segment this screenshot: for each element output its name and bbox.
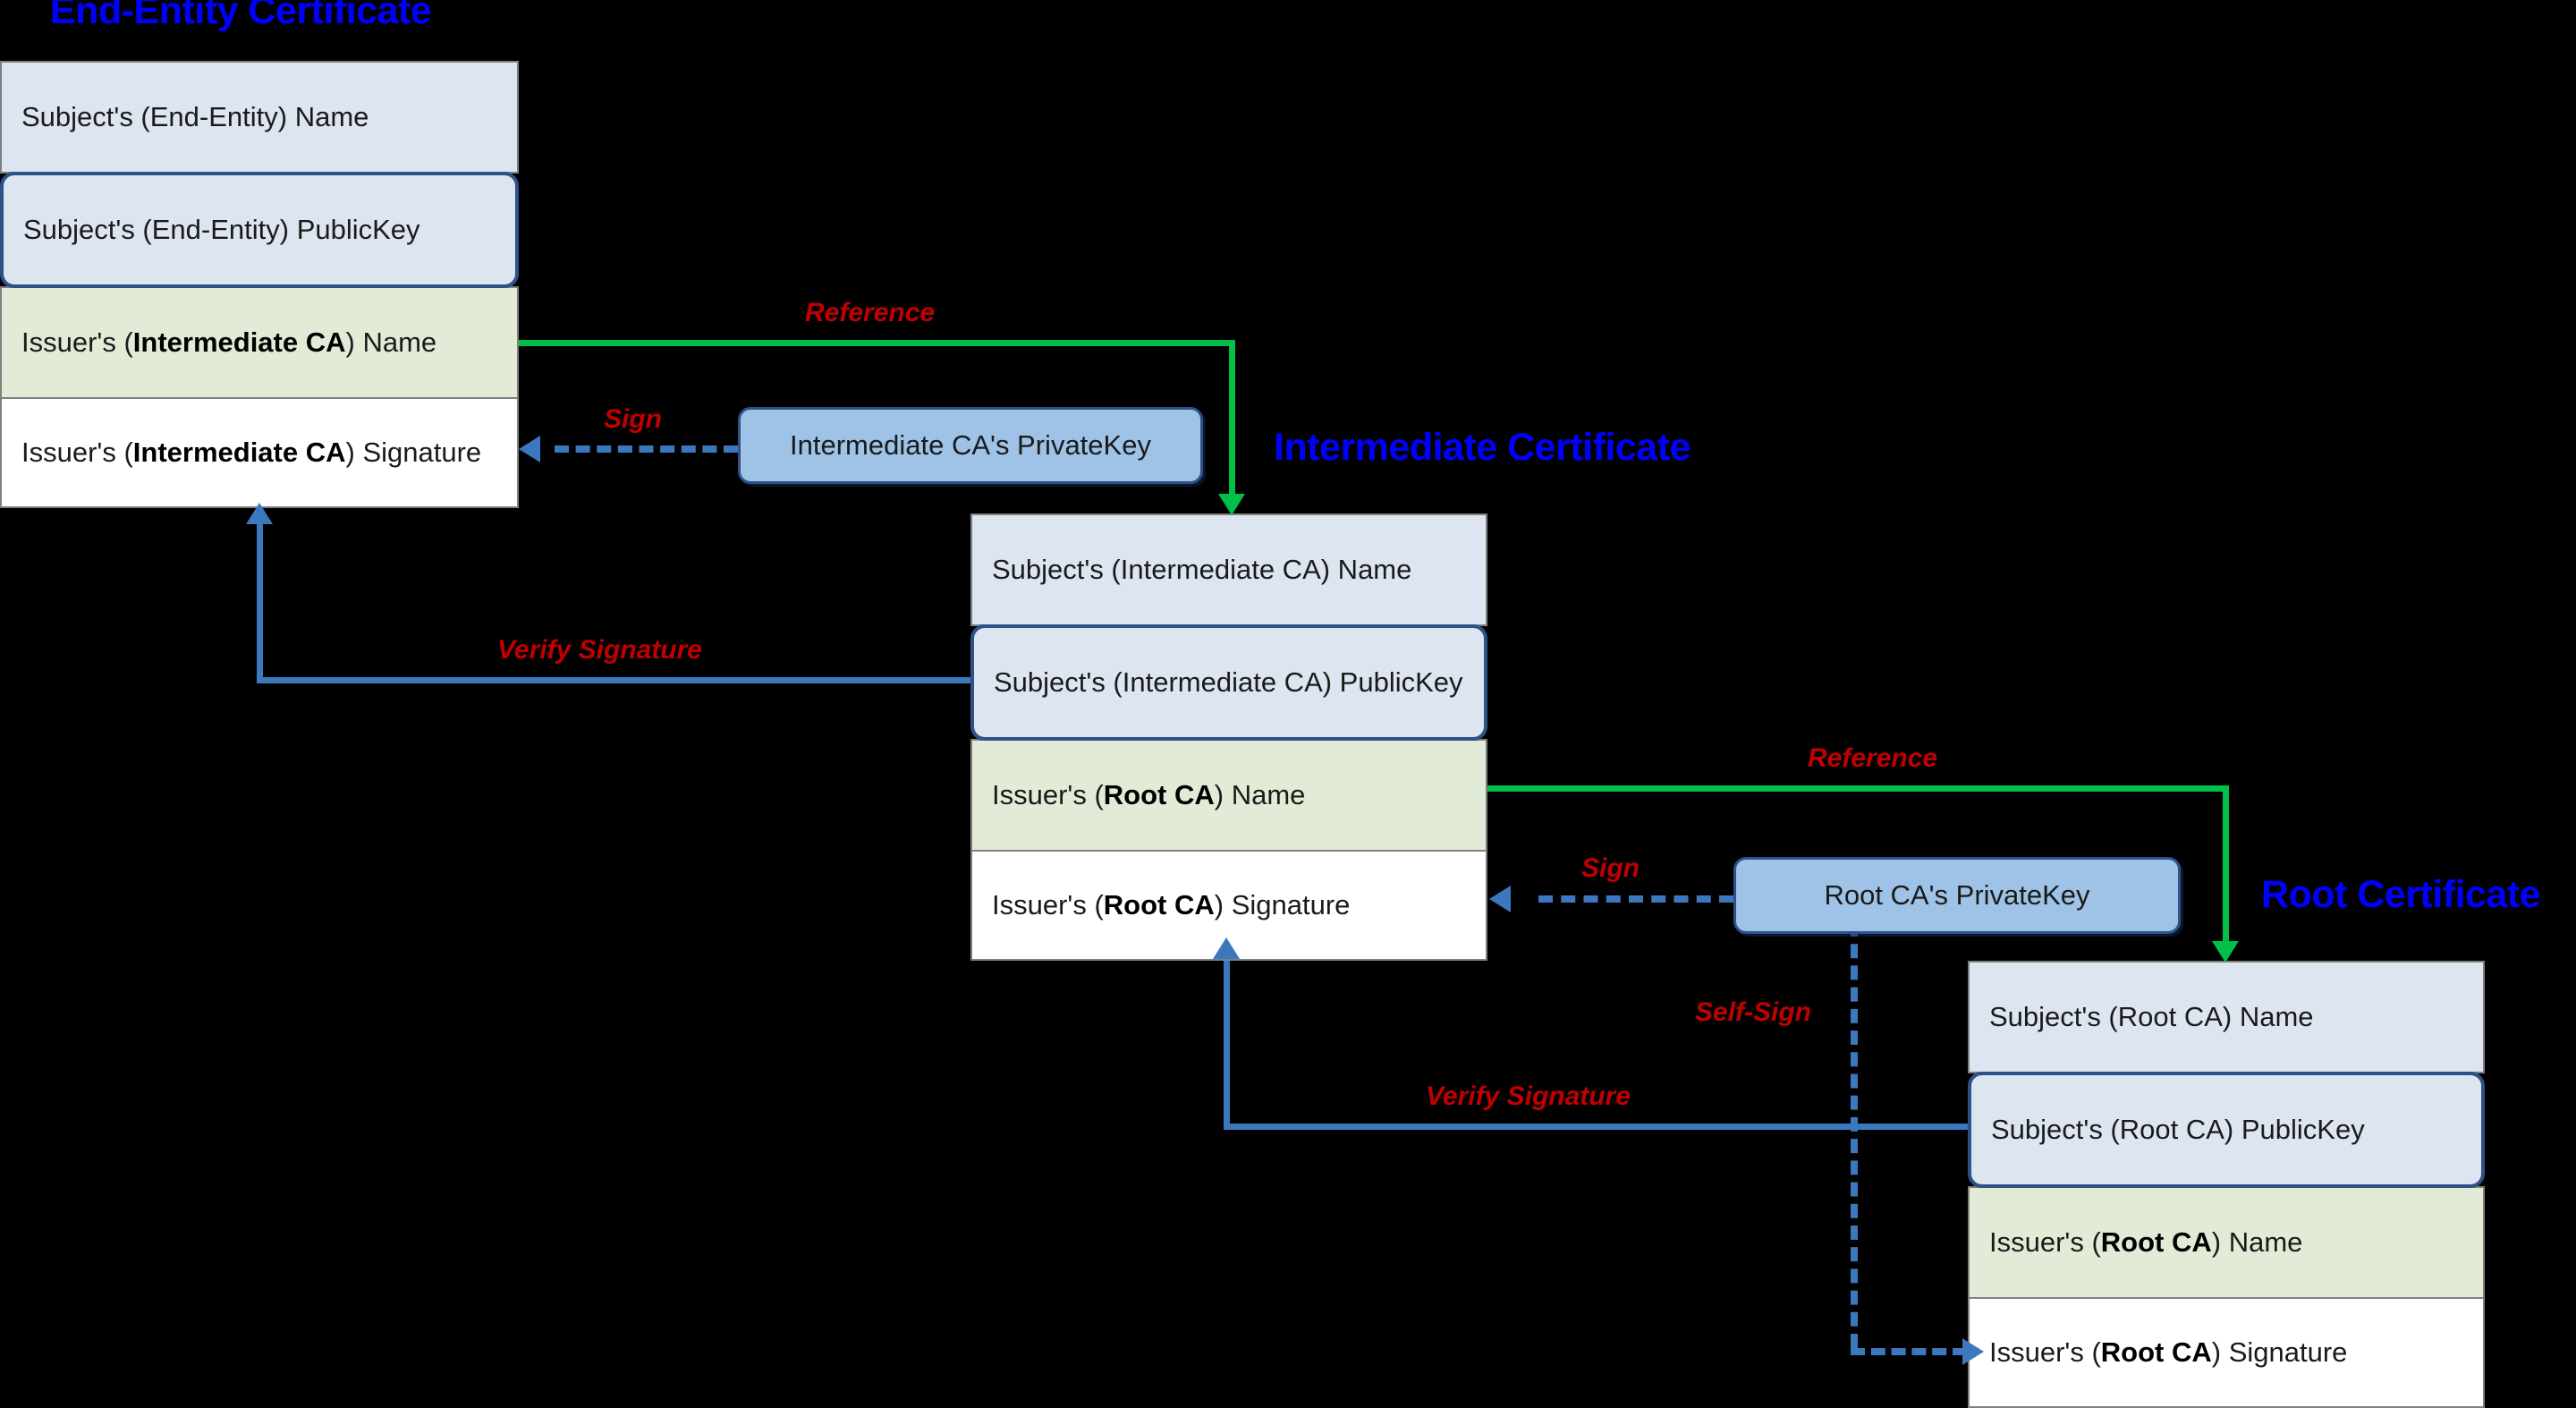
row-end-entity-issuer-name: Issuer's (Intermediate CA) Name <box>0 286 519 399</box>
row-text-post: ) Signature <box>345 437 482 468</box>
row-text-post: ) Name <box>1214 779 1306 810</box>
sign-line-top <box>555 445 738 453</box>
row-end-entity-subject-name: Subject's (End-Entity) Name <box>0 61 519 174</box>
self-sign-arrowhead <box>1962 1338 1984 1365</box>
title-end-entity-certificate: End-Entity Certificate <box>50 0 432 32</box>
reference-line-top-vertical <box>1229 340 1235 501</box>
row-text-post: ) Name <box>345 327 437 358</box>
row-root-issuer-name: Issuer's (Root CA) Name <box>1968 1186 2485 1299</box>
row-text-post: ) Signature <box>1214 889 1351 920</box>
row-text-pre: Issuer's ( <box>21 327 133 358</box>
row-text-strong: Root CA <box>1103 779 1215 810</box>
verify-line-top-vertical <box>257 524 263 681</box>
reference-arrowhead-top <box>1218 494 1245 515</box>
label-reference-top: Reference <box>805 298 936 327</box>
self-sign-line-vertical <box>1851 922 1858 1348</box>
row-intermediate-subject-publickey: Subject's (Intermediate CA) PublicKey <box>970 624 1487 741</box>
label-sign-bottom: Sign <box>1581 853 1640 883</box>
label-sign-top: Sign <box>604 404 662 434</box>
reference-line-bottom-horizontal <box>1485 785 2229 792</box>
row-root-subject-publickey: Subject's (Root CA) PublicKey <box>1968 1072 2485 1188</box>
row-text: Subject's (Root CA) Name <box>1989 1001 2314 1032</box>
row-root-subject-name: Subject's (Root CA) Name <box>1968 961 2485 1073</box>
row-text-pre: Issuer's ( <box>992 889 1104 920</box>
verify-line-top-horizontal <box>257 677 970 683</box>
label-self-sign: Self-Sign <box>1695 997 1812 1027</box>
sign-arrowhead-top <box>519 436 540 462</box>
row-text-strong: Root CA <box>2100 1226 2212 1258</box>
reference-line-top-horizontal <box>517 340 1234 346</box>
row-root-issuer-signature: Issuer's (Root CA) Signature <box>1968 1297 2485 1408</box>
label-verify-signature-bottom: Verify Signature <box>1426 1081 1631 1111</box>
row-text-pre: Issuer's ( <box>1989 1226 2101 1258</box>
certificate-card-intermediate: Subject's (Intermediate CA) Name Subject… <box>970 513 1487 961</box>
certificate-card-end-entity: Subject's (End-Entity) Name Subject's (E… <box>0 61 519 508</box>
row-text-strong: Root CA <box>2100 1336 2212 1368</box>
row-text-strong: Root CA <box>1103 889 1215 920</box>
reference-arrowhead-bottom <box>2212 941 2239 963</box>
self-sign-line-horizontal <box>1851 1348 1967 1355</box>
verify-arrowhead-bottom <box>1213 937 1240 959</box>
row-text-strong: Intermediate CA <box>132 327 346 358</box>
verify-arrowhead-top <box>246 503 273 524</box>
label-reference-bottom: Reference <box>1808 743 1938 773</box>
row-intermediate-subject-name: Subject's (Intermediate CA) Name <box>970 513 1487 626</box>
sign-line-bottom <box>1538 895 1733 903</box>
row-intermediate-issuer-name: Issuer's (Root CA) Name <box>970 739 1487 852</box>
row-text-pre: Issuer's ( <box>1989 1336 2101 1368</box>
private-key-box-intermediate-ca: Intermediate CA's PrivateKey <box>738 407 1203 484</box>
verify-line-bottom-vertical <box>1224 959 1230 1127</box>
row-text-post: ) Name <box>2211 1226 2303 1258</box>
verify-line-bottom-horizontal <box>1224 1124 1971 1130</box>
reference-line-bottom-vertical <box>2223 785 2229 948</box>
private-key-box-root-ca: Root CA's PrivateKey <box>1733 857 2181 934</box>
title-intermediate-certificate: Intermediate Certificate <box>1274 426 1690 469</box>
label-verify-signature-top: Verify Signature <box>497 635 702 665</box>
row-end-entity-issuer-signature: Issuer's (Intermediate CA) Signature <box>0 397 519 508</box>
row-text-post: ) Signature <box>2211 1336 2348 1368</box>
row-text-strong: Intermediate CA <box>132 437 346 468</box>
title-root-certificate: Root Certificate <box>2261 873 2541 916</box>
row-text: Subject's (End-Entity) Name <box>21 101 369 132</box>
row-text: Subject's (Intermediate CA) Name <box>992 554 1412 585</box>
sign-arrowhead-bottom <box>1489 886 1511 912</box>
row-end-entity-subject-publickey: Subject's (End-Entity) PublicKey <box>0 172 519 288</box>
row-text: Subject's (End-Entity) PublicKey <box>23 214 420 245</box>
certificate-card-root: Subject's (Root CA) Name Subject's (Root… <box>1968 961 2485 1408</box>
row-text-pre: Issuer's ( <box>992 779 1104 810</box>
row-text: Subject's (Root CA) PublicKey <box>1991 1114 2365 1145</box>
row-text: Subject's (Intermediate CA) PublicKey <box>994 666 1463 698</box>
row-text-pre: Issuer's ( <box>21 437 133 468</box>
